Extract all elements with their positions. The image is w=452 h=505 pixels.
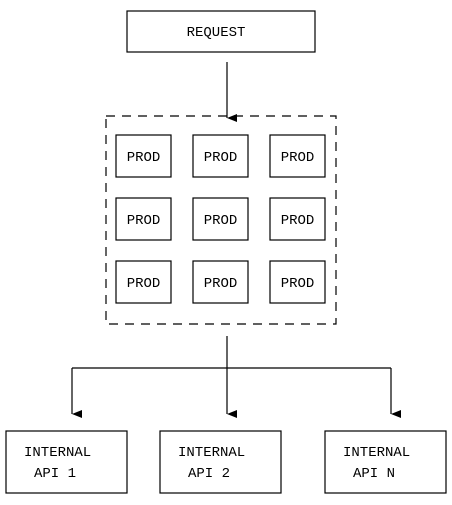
internal-api-label-line2: API 2 — [188, 466, 230, 482]
prod-label: PROD — [127, 150, 161, 166]
request-node: REQUEST — [126, 10, 316, 53]
internal-api-label-line2: API N — [353, 466, 395, 482]
internal-api-node-n: INTERNAL API N — [324, 430, 447, 494]
prod-node: PROD — [192, 197, 249, 241]
prod-label: PROD — [127, 213, 161, 229]
prod-label: PROD — [281, 213, 315, 229]
prod-label: PROD — [204, 276, 238, 292]
prod-label: PROD — [127, 276, 161, 292]
prod-node: PROD — [192, 260, 249, 304]
prod-label: PROD — [281, 276, 315, 292]
prod-node: PROD — [269, 197, 326, 241]
internal-api-label-line1: INTERNAL — [178, 445, 245, 461]
prod-node: PROD — [269, 134, 326, 178]
prod-label: PROD — [204, 213, 238, 229]
fanout-connectors — [71, 336, 401, 418]
prod-node: PROD — [192, 134, 249, 178]
internal-api-label-line2: API 1 — [34, 466, 76, 482]
internal-api-label-line1: INTERNAL — [343, 445, 410, 461]
prod-cluster-boundary — [105, 115, 337, 325]
prod-node: PROD — [115, 197, 172, 241]
prod-node: PROD — [115, 260, 172, 304]
request-label: REQUEST — [187, 25, 246, 41]
prod-grid: PROD PROD PROD PROD PROD PROD PROD PR — [115, 134, 326, 304]
internal-api-node-2: INTERNAL API 2 — [159, 430, 282, 494]
internal-api-node-1: INTERNAL API 1 — [5, 430, 128, 494]
prod-node: PROD — [269, 260, 326, 304]
internal-api-label-line1: INTERNAL — [24, 445, 91, 461]
request-box — [126, 10, 316, 53]
prod-label: PROD — [204, 150, 238, 166]
prod-label: PROD — [281, 150, 315, 166]
prod-node: PROD — [115, 134, 172, 178]
